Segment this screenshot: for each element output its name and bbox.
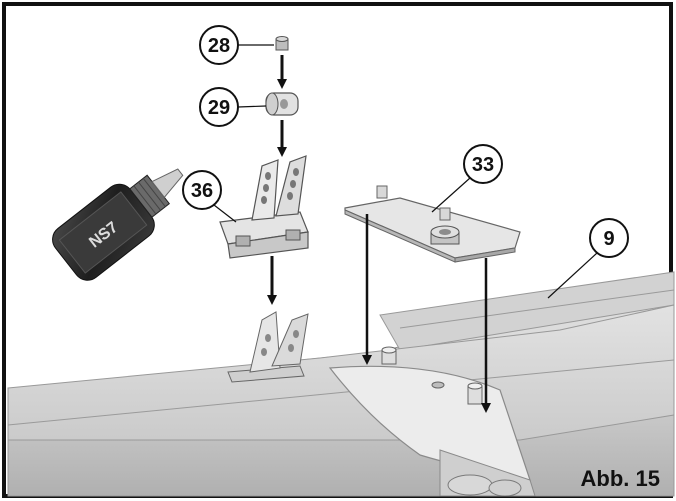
wing-panel-line: [7, 359, 675, 426]
figure-caption: Abb. 15: [581, 466, 660, 491]
label-28: 28: [208, 35, 230, 57]
part-28-nut: [275, 36, 289, 51]
wing-bottom-knob: [447, 474, 493, 496]
part-29-clevis: [265, 92, 299, 116]
wing-dowel-pin: [467, 382, 483, 405]
wing-screw-hole: [431, 381, 445, 389]
callout-36: 36: [182, 170, 237, 223]
wing-bottom-knob: [488, 479, 522, 497]
label-33: 33: [472, 154, 494, 176]
label-9: 9: [603, 228, 614, 250]
callout-33: 33: [431, 144, 503, 213]
wing-panel-line: [399, 289, 675, 329]
label-36: 36: [191, 180, 213, 202]
wing-part-9: [7, 271, 675, 497]
callout-9: 9: [547, 218, 629, 299]
wing-dowel-pin: [381, 346, 397, 365]
callout-28: 28: [199, 25, 274, 65]
glue-bottle: NS7: [52, 168, 184, 281]
assembly-arrows: [267, 55, 491, 413]
part-33-plate: [344, 185, 521, 263]
part-36-horn: [219, 155, 309, 259]
callout-29: 29: [199, 87, 267, 127]
label-29: 29: [208, 97, 230, 119]
wing-mounted-horn: [227, 311, 309, 383]
